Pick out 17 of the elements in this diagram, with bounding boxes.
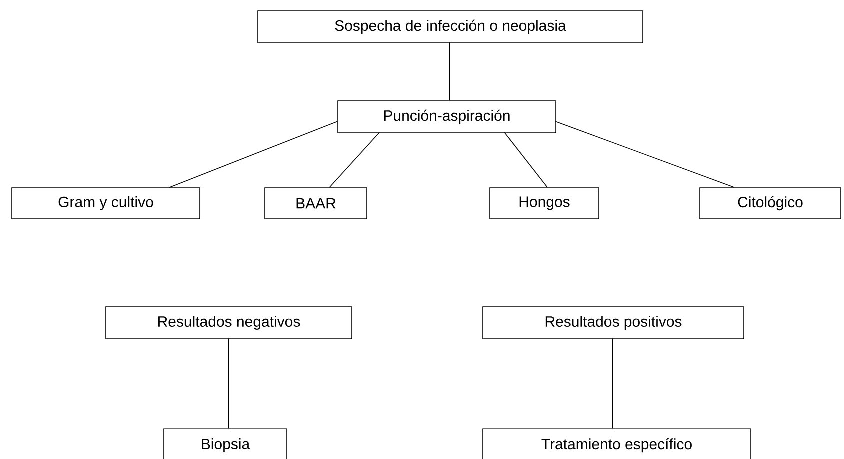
process-box: Hongos	[490, 188, 600, 220]
process-box: Tratamiento específico	[482, 428, 752, 459]
connector-line	[169, 121, 338, 188]
process-box: Gram y cultivo	[12, 188, 200, 220]
connector-line	[449, 42, 450, 101]
connector-line	[329, 132, 380, 188]
process-box: Citológico	[700, 188, 842, 220]
connector-line	[504, 132, 548, 188]
process-box: Sospecha de infección o neoplasia	[258, 10, 644, 44]
process-box: Biopsia	[164, 428, 288, 459]
process-box: BAAR	[264, 188, 368, 220]
process-box: Resultados positivos	[482, 306, 744, 340]
connector-line	[612, 338, 613, 429]
process-box: Resultados negativos	[106, 306, 352, 340]
connector-line	[228, 338, 229, 429]
connector-line	[555, 121, 735, 188]
process-box: Punción-aspiración	[338, 100, 556, 134]
